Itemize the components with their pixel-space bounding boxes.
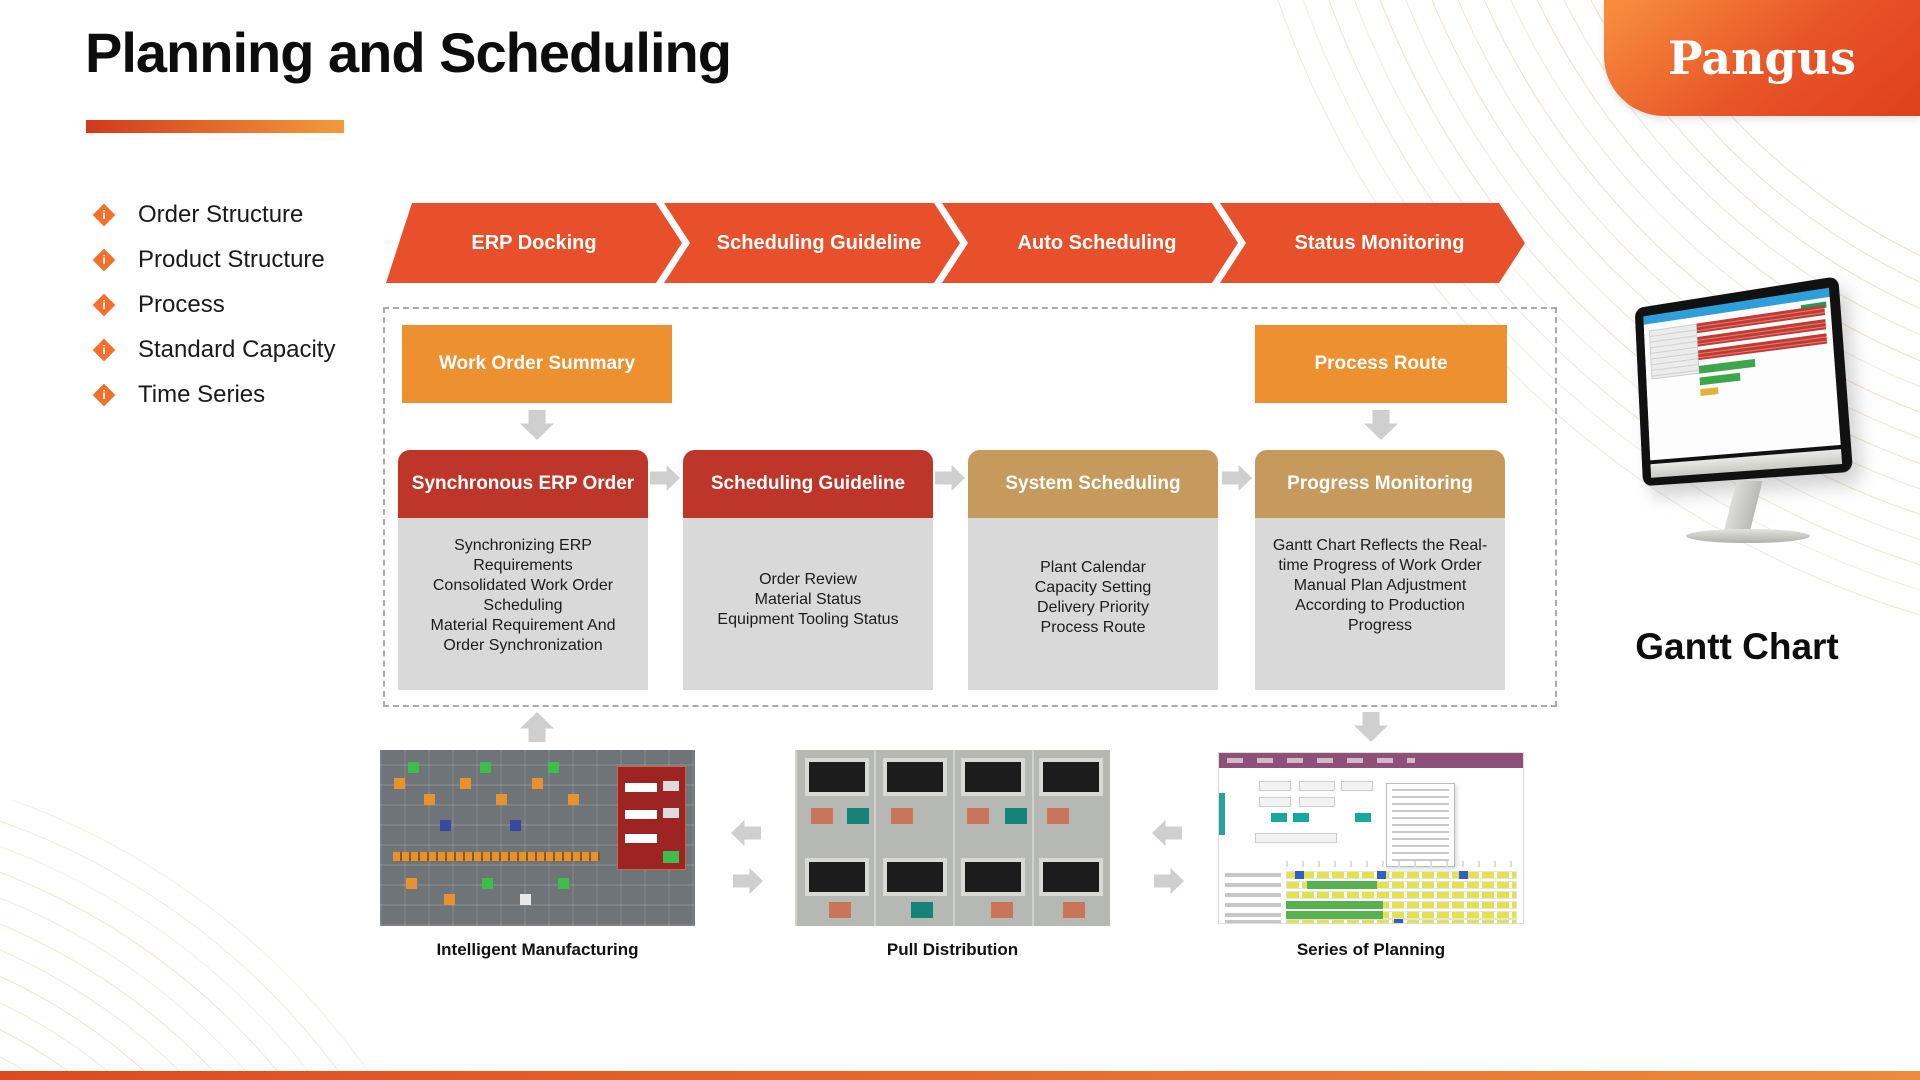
diamond-info-icon	[92, 203, 116, 226]
bullet-label: Order Structure	[138, 200, 304, 228]
process-arrow-status-monitoring: Status Monitoring	[1220, 203, 1525, 283]
pangus-logo-text: Pangus	[1667, 31, 1857, 85]
list-item: Order Structure	[92, 200, 335, 228]
column-synchronous-erp-order: Synchronous ERP Order Synchronizing ERP …	[398, 450, 648, 690]
diamond-info-icon	[92, 338, 116, 361]
monitor-stand-neck	[1723, 481, 1763, 533]
column-scheduling-guideline: Scheduling Guideline Order Review Materi…	[683, 450, 933, 690]
column-body: Synchronizing ERP Requirements Consolida…	[398, 518, 648, 690]
column-header: Progress Monitoring	[1255, 450, 1505, 518]
app-menubar	[1219, 753, 1523, 768]
gantt-monitor	[1612, 276, 1872, 563]
column-header: System Scheduling	[968, 450, 1218, 518]
intelligent-manufacturing-image	[380, 750, 695, 926]
column-body: Order Review Material Status Equipment T…	[683, 518, 933, 690]
pull-distribution-image	[795, 750, 1110, 926]
monitor-screen	[1634, 276, 1853, 487]
process-arrow-erp-docking: ERP Docking	[386, 203, 682, 283]
arrow-right-icon	[1154, 868, 1184, 894]
control-panel	[617, 765, 686, 870]
tooltip-panel	[1386, 783, 1456, 867]
caption-pull-distribution: Pull Distribution	[886, 940, 1019, 959]
gantt-chart-label: Gantt Chart	[1635, 626, 1839, 667]
decorative-curves-bottom-left	[0, 800, 375, 1080]
pangus-logo: Pangus	[1604, 0, 1920, 116]
bullet-label: Standard Capacity	[138, 335, 336, 363]
series-of-planning-image	[1218, 752, 1524, 924]
date-header	[1285, 861, 1517, 867]
conveyor-band	[392, 852, 601, 862]
arrow-right-icon	[733, 868, 763, 894]
column-header: Synchronous ERP Order	[398, 450, 648, 518]
diamond-info-icon	[92, 293, 116, 316]
process-arrow-scheduling-guideline: Scheduling Guideline	[664, 203, 960, 283]
list-item: Product Structure	[92, 245, 335, 273]
bottom-accent-bar	[0, 1071, 1920, 1080]
bullet-label: Product Structure	[138, 245, 325, 273]
list-item: Time Series	[92, 380, 335, 408]
process-route-box: Process Route	[1255, 325, 1507, 403]
bullet-label: Process	[138, 290, 225, 318]
arrow-left-icon	[731, 820, 761, 846]
process-arrow-auto-scheduling: Auto Scheduling	[942, 203, 1238, 283]
column-progress-monitoring: Progress Monitoring Gantt Chart Reflects…	[1255, 450, 1505, 690]
list-item: Standard Capacity	[92, 335, 336, 363]
column-body: Gantt Chart Reflects the Real-time Progr…	[1255, 518, 1505, 690]
column-header: Scheduling Guideline	[683, 450, 933, 518]
arrow-left-icon	[1152, 820, 1182, 846]
bullet-label: Time Series	[138, 380, 266, 408]
monitor-stand-base	[1686, 529, 1810, 543]
bullet-list: Order Structure Product Structure Proces…	[92, 200, 336, 408]
arrow-down-icon	[1354, 712, 1388, 742]
title-underline	[86, 120, 344, 133]
side-tab	[1219, 793, 1225, 835]
diagram-container	[383, 307, 1557, 707]
caption-intelligent-manufacturing: Intelligent Manufacturing	[436, 940, 639, 959]
diamond-info-icon	[92, 248, 116, 271]
column-system-scheduling: System Scheduling Plant Calendar Capacit…	[968, 450, 1218, 690]
diamond-info-icon	[92, 383, 116, 406]
list-item: Process	[92, 290, 335, 318]
work-order-summary-box: Work Order Summary	[402, 325, 672, 403]
column-body: Plant Calendar Capacity Setting Delivery…	[968, 518, 1218, 690]
page-title: Planning and Scheduling	[85, 21, 732, 84]
caption-series-of-planning: Series of Planning	[1296, 940, 1446, 959]
arrow-up-icon	[520, 712, 554, 742]
